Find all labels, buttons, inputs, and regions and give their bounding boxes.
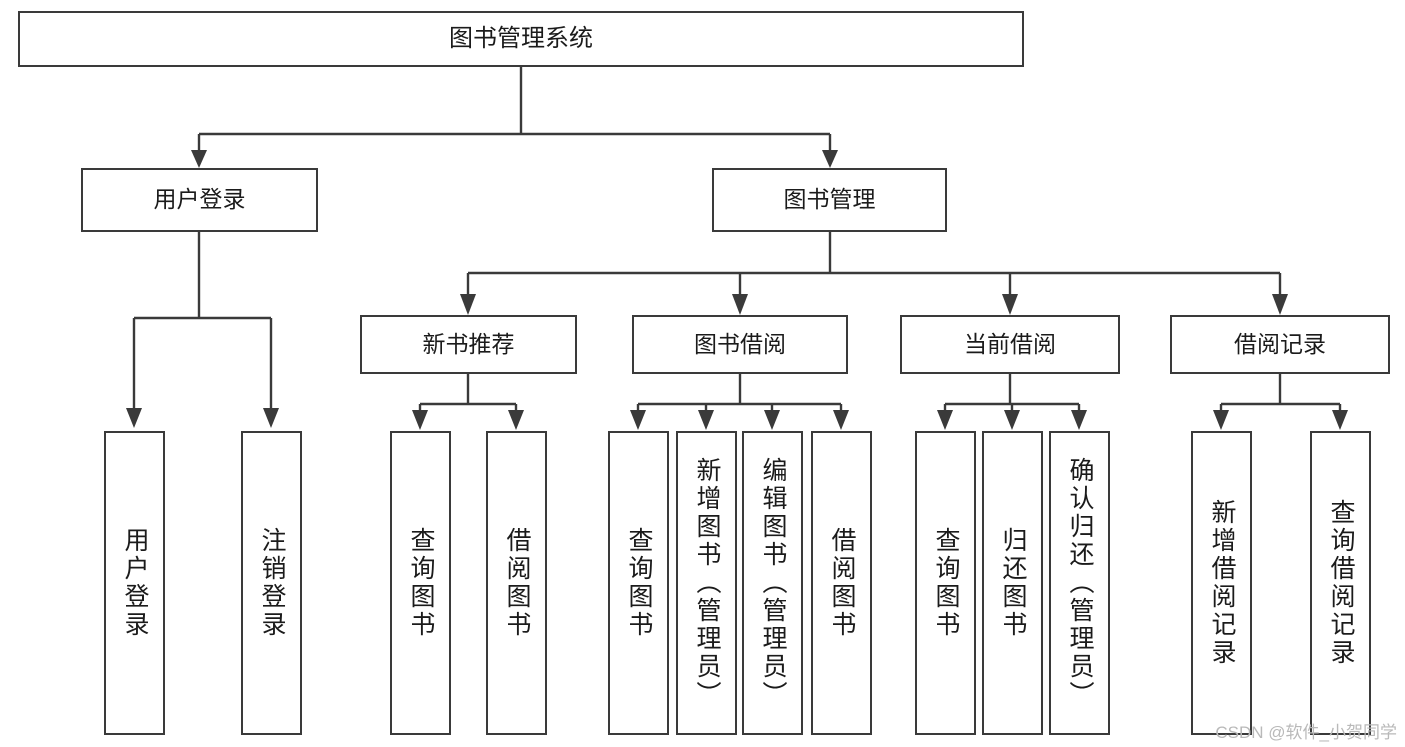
- node-book-manage[interactable]: 图书管理: [712, 168, 947, 232]
- node-leaf-query-book-1[interactable]: 查询图书: [390, 431, 451, 735]
- node-leaf-logout-label: 注销登录: [258, 527, 286, 639]
- node-leaf-add-book[interactable]: 新增图书（管理员）: [676, 431, 737, 735]
- node-leaf-query-book-2-label: 查询图书: [625, 527, 653, 639]
- node-root[interactable]: 图书管理系统: [18, 11, 1024, 67]
- arrow-leaf-user-login: [126, 408, 142, 428]
- arrow-leaf-logout: [263, 408, 279, 428]
- arrow-leaf-query-record: [1332, 410, 1348, 430]
- node-leaf-logout[interactable]: 注销登录: [241, 431, 302, 735]
- node-leaf-edit-book[interactable]: 编辑图书（管理员）: [742, 431, 803, 735]
- node-user-login[interactable]: 用户登录: [81, 168, 318, 232]
- arrow-leaf-edit-book: [764, 410, 780, 430]
- arrow-leaf-add-record: [1213, 410, 1229, 430]
- arrow-leaf-query-book-2: [630, 410, 646, 430]
- node-leaf-edit-book-label: 编辑图书（管理员）: [759, 457, 787, 709]
- node-book-manage-label: 图书管理: [783, 186, 876, 213]
- node-new-book-rec[interactable]: 新书推荐: [360, 315, 577, 374]
- arrow-book-borrow: [732, 294, 748, 315]
- node-leaf-query-book-3[interactable]: 查询图书: [915, 431, 976, 735]
- arrow-bookmanage: [822, 150, 838, 168]
- node-leaf-borrow-book-1-label: 借阅图书: [503, 527, 531, 639]
- node-book-borrow[interactable]: 图书借阅: [632, 315, 848, 374]
- node-leaf-query-book-3-label: 查询图书: [932, 527, 960, 639]
- arrow-userlogin: [191, 150, 207, 168]
- node-new-book-rec-label: 新书推荐: [422, 330, 515, 357]
- node-borrow-record-label: 借阅记录: [1234, 330, 1326, 357]
- node-borrow-record[interactable]: 借阅记录: [1170, 315, 1390, 374]
- node-leaf-return-book[interactable]: 归还图书: [982, 431, 1043, 735]
- node-user-login-label: 用户登录: [153, 186, 246, 213]
- node-root-label: 图书管理系统: [449, 24, 593, 52]
- node-leaf-add-record-label: 新增借阅记录: [1208, 499, 1236, 667]
- arrow-new-book-rec: [460, 294, 476, 315]
- arrow-borrow-record: [1272, 294, 1288, 315]
- node-leaf-borrow-book-2[interactable]: 借阅图书: [811, 431, 872, 735]
- arrow-leaf-add-book: [698, 410, 714, 430]
- node-leaf-add-record[interactable]: 新增借阅记录: [1191, 431, 1252, 735]
- node-leaf-user-login-label: 用户登录: [121, 527, 149, 639]
- arrow-leaf-borrow-book-2: [833, 410, 849, 430]
- arrow-leaf-confirm-return: [1071, 410, 1087, 430]
- node-leaf-add-book-label: 新增图书（管理员）: [693, 457, 721, 709]
- node-leaf-user-login[interactable]: 用户登录: [104, 431, 165, 735]
- arrow-leaf-query-book-3: [937, 410, 953, 430]
- node-leaf-confirm-return-label: 确认归还（管理员）: [1066, 457, 1094, 709]
- node-leaf-borrow-book-1[interactable]: 借阅图书: [486, 431, 547, 735]
- arrow-leaf-return-book: [1004, 410, 1020, 430]
- arrow-current-borrow: [1002, 294, 1018, 315]
- node-current-borrow[interactable]: 当前借阅: [900, 315, 1120, 374]
- arrow-leaf-query-book-1: [412, 410, 428, 430]
- arrow-leaf-borrow-book-1: [508, 410, 524, 430]
- node-leaf-borrow-book-2-label: 借阅图书: [828, 527, 856, 639]
- node-book-borrow-label: 图书借阅: [694, 330, 786, 357]
- node-leaf-return-book-label: 归还图书: [999, 527, 1027, 639]
- node-leaf-query-book-1-label: 查询图书: [407, 527, 435, 639]
- node-current-borrow-label: 当前借阅: [964, 330, 1056, 357]
- node-leaf-query-record-label: 查询借阅记录: [1327, 499, 1355, 667]
- node-leaf-query-book-2[interactable]: 查询图书: [608, 431, 669, 735]
- node-leaf-confirm-return[interactable]: 确认归还（管理员）: [1049, 431, 1110, 735]
- node-leaf-query-record[interactable]: 查询借阅记录: [1310, 431, 1371, 735]
